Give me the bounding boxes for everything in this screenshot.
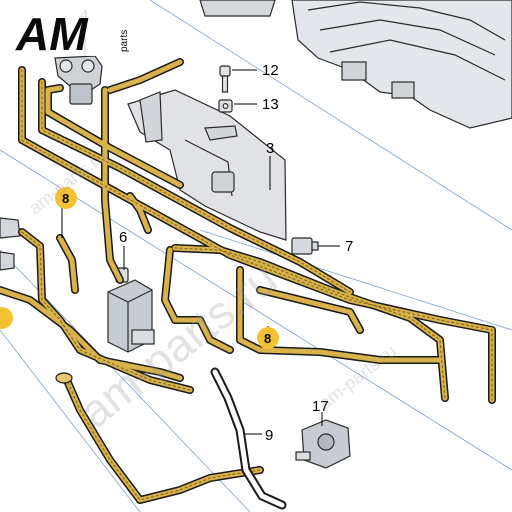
- left-fittings: [0, 217, 21, 271]
- label-part-17: 17: [312, 398, 329, 415]
- bubble-label-8-upper: 8: [55, 187, 77, 209]
- hose-clamp: [55, 372, 73, 384]
- label-part-3: 3: [266, 140, 274, 157]
- bubble-text-8-lower: 8: [264, 331, 271, 346]
- bubble-label-8-lower: 8: [257, 327, 279, 349]
- bracket-part-3: [127, 89, 287, 241]
- label-part-9: 9: [265, 427, 273, 444]
- bubble-text-8-upper: 8: [62, 191, 69, 206]
- label-part-7: 7: [345, 238, 353, 255]
- hose-lines: [0, 58, 496, 504]
- sensor-part-4: [54, 55, 103, 105]
- hose-part-9: [210, 367, 287, 510]
- nut-part-13: [218, 99, 233, 113]
- logo-main-text: AM: [15, 8, 89, 60]
- bolt-part-12: [219, 65, 231, 93]
- label-part-12: 12: [262, 62, 279, 79]
- connector-part-7: [291, 237, 319, 255]
- am-parts-logo: AM parts: [12, 6, 134, 60]
- valve-part-17: [295, 419, 351, 469]
- bubble-label-8-edge: [0, 307, 13, 329]
- logo-sub-text: parts: [119, 30, 130, 52]
- label-part-6: 6: [119, 229, 127, 246]
- label-part-13: 13: [262, 96, 279, 113]
- engine-cover: [199, 0, 512, 129]
